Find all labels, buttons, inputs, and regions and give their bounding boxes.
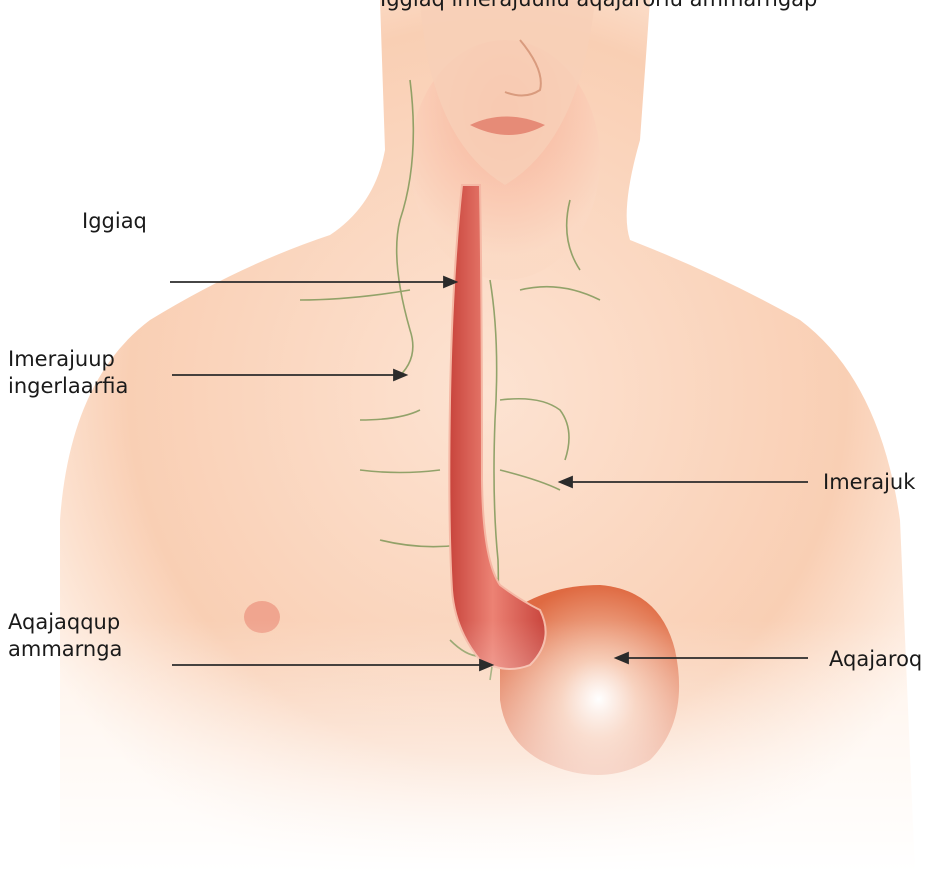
- label-imerajuup-line2: ingerlaarfia: [8, 373, 128, 400]
- label-aqajaroq: Aqajaroq: [829, 646, 922, 673]
- label-iggiaq: Iggiaq: [82, 208, 147, 235]
- label-imerajuk: Imerajuk: [823, 469, 915, 496]
- title-fragment: Iggiaq imerajuullu aqajarorlu ammarngap: [380, 0, 817, 11]
- label-aqajaqqup-line1: Aqajaqqup: [8, 609, 120, 636]
- label-imerajuup-line1: Imerajuup: [8, 346, 115, 373]
- label-aqajaqqup-line2: ammarnga: [8, 636, 122, 663]
